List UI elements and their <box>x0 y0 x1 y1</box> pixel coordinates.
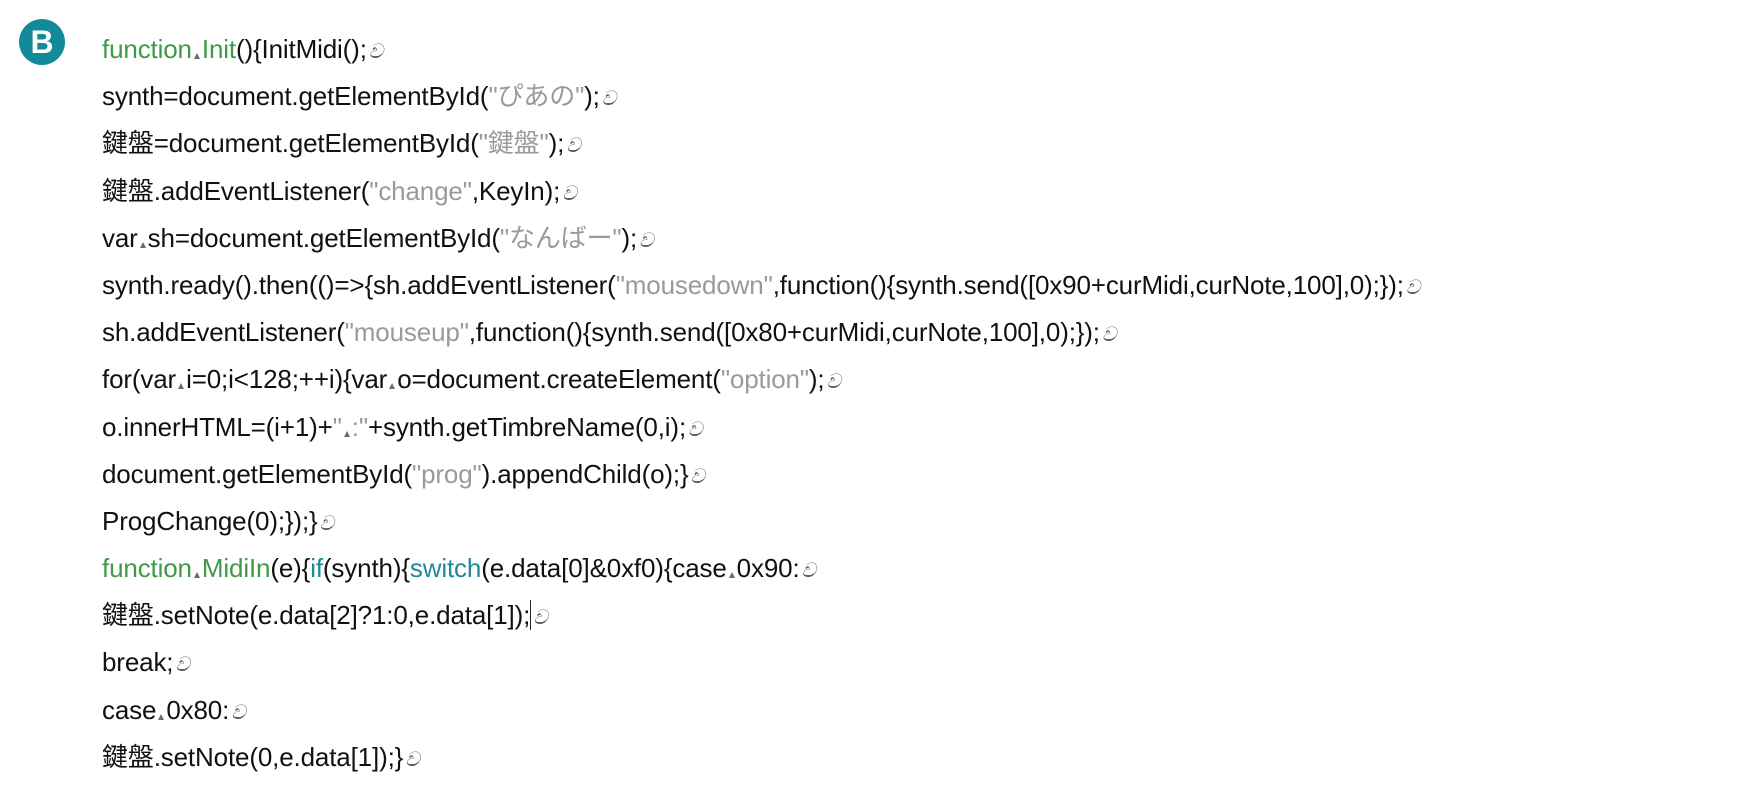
return-mark-icon: ව <box>639 227 654 252</box>
string-literal: "prog" <box>412 458 482 489</box>
code-token: var <box>102 222 138 253</box>
space-marker-icon <box>156 709 166 720</box>
code-token: ,function(){synth.send([0x90+curMidi,cur… <box>772 269 1404 300</box>
code-token: ProgChange(0);});} <box>102 505 318 536</box>
return-mark-icon: ව <box>368 39 383 63</box>
code-token: 鍵盤.addEventListener( <box>102 175 370 206</box>
string-literal: "鍵盤" <box>478 128 549 159</box>
code-line[interactable]: sh.addEventListener("mouseup",function()… <box>102 309 1740 356</box>
code-line[interactable]: document.getElementById("prog").appendCh… <box>102 451 1740 498</box>
code-token: +synth.getTimbreName(0,i); <box>367 411 687 442</box>
return-mark-icon: ව <box>319 510 334 535</box>
code-token: (e.data[0]&0xf0){case <box>481 553 727 584</box>
code-token: synth=document.getElementById( <box>102 81 489 112</box>
code-line[interactable]: break;ව <box>102 639 1740 686</box>
return-mark-icon: ව <box>175 652 190 677</box>
return-mark-icon: ව <box>826 369 841 394</box>
code-token: (synth){ <box>322 553 410 584</box>
return-mark-icon: ව <box>566 133 581 158</box>
code-line[interactable]: synth.ready().then(()=>{sh.addEventListe… <box>102 262 1740 309</box>
string-literal: "mousedown" <box>615 269 773 300</box>
code-token: ,function(){synth.send([0x80+curMidi,cur… <box>468 317 1100 348</box>
string-literal: "ぴあの" <box>488 81 585 112</box>
code-line[interactable]: case 0x80:ව <box>102 687 1740 734</box>
code-token: i=0;i<128;++i){var <box>186 364 388 395</box>
code-line[interactable]: ProgChange(0);});}ව <box>102 498 1740 545</box>
string-literal: "なんばー" <box>499 222 622 253</box>
section-badge: B <box>19 19 65 65</box>
code-line[interactable]: synth=document.getElementById("ぴあの");ව <box>102 73 1740 120</box>
return-mark-icon: ව <box>690 463 705 488</box>
string-literal: "change" <box>369 175 472 206</box>
code-token: o=document.createElement( <box>397 364 721 395</box>
code-token: sh=document.getElementById( <box>147 222 500 253</box>
return-mark-icon: ව <box>562 180 577 205</box>
code-token: sh.addEventListener( <box>102 317 345 348</box>
code-token: 0x80: <box>166 694 230 725</box>
code-line[interactable]: 鍵盤.setNote(0,e.data[1]);}ව <box>102 734 1740 781</box>
keyword-token: if <box>310 553 323 584</box>
code-line[interactable]: 鍵盤=document.getElementById("鍵盤");ව <box>102 120 1740 167</box>
code-line[interactable]: 鍵盤.addEventListener("change",KeyIn);ව <box>102 168 1740 215</box>
return-mark-icon: ව <box>231 699 246 724</box>
code-token: ); <box>808 364 825 395</box>
space-marker-icon <box>387 378 397 390</box>
code-token: document.getElementById( <box>102 458 413 489</box>
space-marker-icon <box>727 567 737 579</box>
code-token: (){InitMidi(); <box>235 34 367 64</box>
code-token: for(var <box>102 364 177 395</box>
keyword-token: switch <box>409 553 482 584</box>
string-literal: :" <box>351 411 368 442</box>
code-token: case <box>102 694 157 725</box>
code-line[interactable]: o.innerHTML=(i+1)+" :"+synth.getTimbreNam… <box>102 404 1740 451</box>
return-mark-icon: ව <box>601 86 616 111</box>
string-literal: "mouseup" <box>344 317 469 348</box>
code-token: 鍵盤=document.getElementById( <box>102 128 479 159</box>
code-token: 鍵盤.setNote(e.data[2]?1:0,e.data[1]); <box>102 600 531 631</box>
return-mark-icon: ව <box>533 605 548 630</box>
space-marker-icon <box>176 378 186 390</box>
return-mark-icon: ව <box>1405 274 1421 299</box>
code-line[interactable]: function Init(){InitMidi();ව <box>102 26 1740 73</box>
text-cursor <box>530 600 532 631</box>
space-marker-icon <box>192 567 202 579</box>
keyword-token: function <box>102 34 192 64</box>
code-token: ,KeyIn); <box>471 175 561 206</box>
code-line[interactable]: for(var i=0;i<128;++i){var o=document.crea… <box>102 356 1740 403</box>
keyword-token: MidiIn <box>201 553 271 584</box>
code-token: ).appendChild(o);} <box>481 458 689 489</box>
code-token: ); <box>621 222 638 253</box>
code-token: o.innerHTML=(i+1)+ <box>102 411 333 442</box>
code-token: break; <box>102 647 174 678</box>
return-mark-icon: ව <box>405 746 420 771</box>
return-mark-icon: ව <box>1101 322 1117 347</box>
code-token: ); <box>584 81 600 112</box>
code-line[interactable]: 鍵盤.setNote(e.data[2]?1:0,e.data[1]);ව <box>102 592 1740 639</box>
return-mark-icon: ව <box>688 416 703 441</box>
keyword-token: Init <box>201 34 236 64</box>
code-token: (e){ <box>270 553 311 584</box>
space-marker-icon <box>192 48 202 59</box>
code-token: ); <box>548 128 565 159</box>
code-line[interactable]: var sh=document.getElementById("なんばー");ව <box>102 215 1740 262</box>
code-token: 0x90: <box>736 553 800 584</box>
keyword-token: function <box>102 553 192 584</box>
code-line[interactable]: function MidiIn(e){if(synth){switch(e.dat… <box>102 545 1740 592</box>
space-marker-icon <box>342 426 352 437</box>
string-literal: "option" <box>720 364 809 395</box>
code-token: 鍵盤.setNote(0,e.data[1]);} <box>102 741 404 772</box>
string-literal: " <box>332 411 342 442</box>
space-marker-icon <box>138 237 148 248</box>
return-mark-icon: ව <box>801 558 816 583</box>
code-token: synth.ready().then(()=>{sh.addEventListe… <box>102 269 616 300</box>
